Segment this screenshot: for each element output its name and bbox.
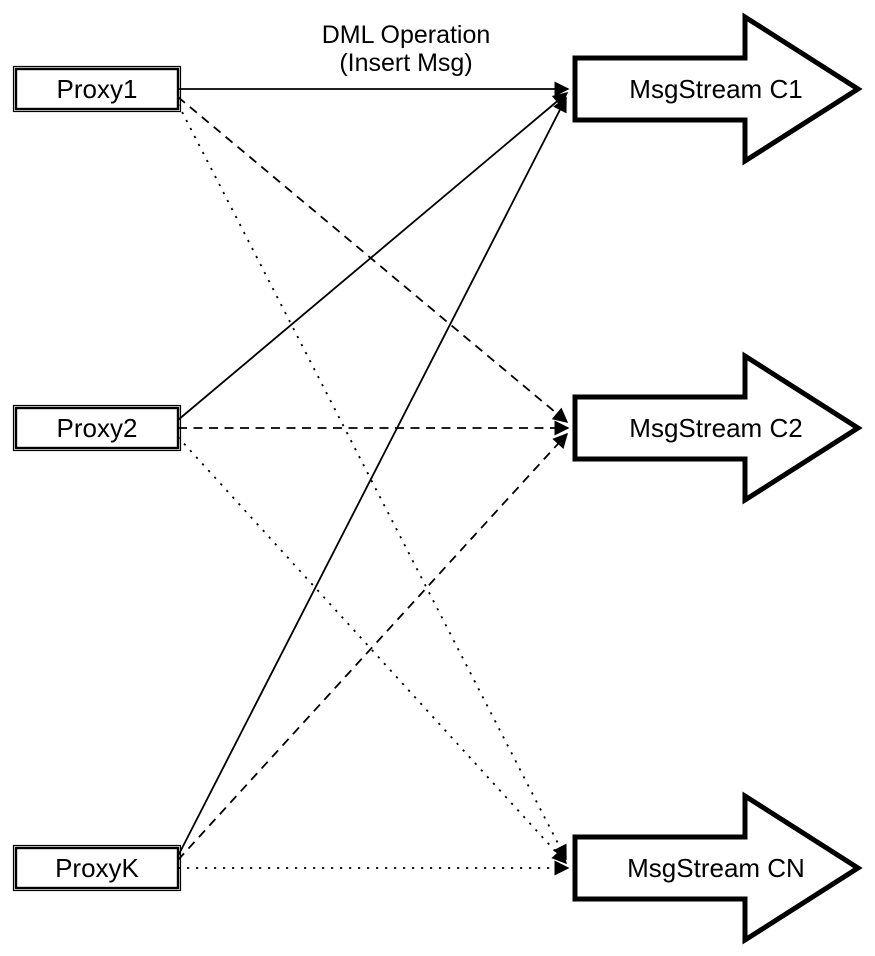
- proxy1-box: Proxy1: [12, 65, 182, 113]
- proxy1-label: Proxy1: [57, 74, 138, 104]
- connection-proxy1-cn: [177, 103, 567, 861]
- proxyk-label: ProxyK: [55, 853, 139, 883]
- msgstream-c2-arrow: MsgStream C2: [572, 351, 863, 505]
- proxy2-label: Proxy2: [57, 413, 138, 443]
- msgstream-cn-label: MsgStream CN: [627, 853, 805, 883]
- msgstream-c2-label: MsgStream C2: [629, 413, 802, 443]
- diagram-title-line2: (Insert Msg): [339, 49, 472, 77]
- connection-proxy2-c1: [177, 92, 569, 421]
- msgstream-c1-arrow: MsgStream C1: [572, 12, 863, 166]
- proxyk-box: ProxyK: [12, 844, 182, 892]
- connection-proxy1-c2: [177, 96, 569, 423]
- connection-proxy2-cn: [177, 436, 568, 865]
- proxy2-box: Proxy2: [12, 404, 182, 452]
- msgstream-cn-arrow: MsgStream CN: [572, 791, 863, 945]
- diagram-title-line1: DML Operation: [322, 21, 491, 49]
- msgstream-c1-label: MsgStream C1: [629, 74, 802, 104]
- connection-proxyk-c1: [177, 96, 567, 857]
- connection-proxyk-c2: [177, 432, 569, 861]
